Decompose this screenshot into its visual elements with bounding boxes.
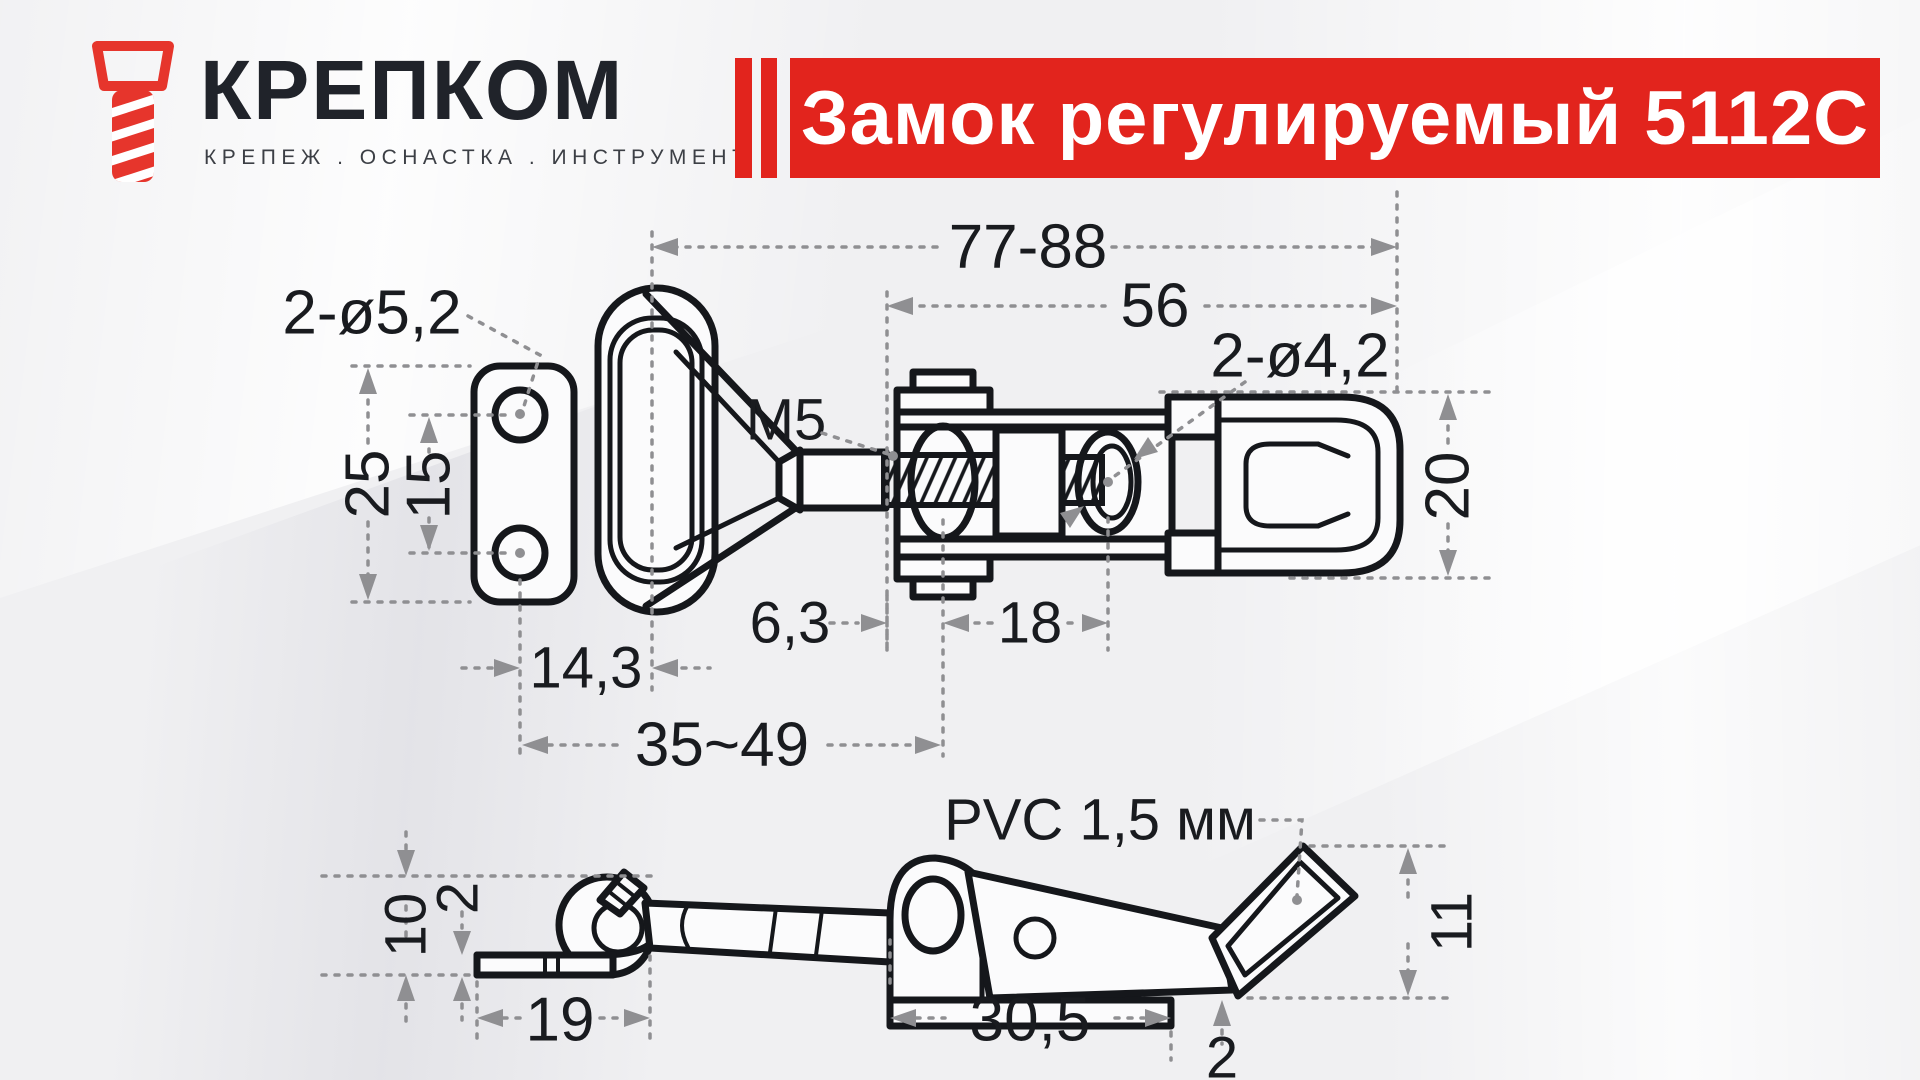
thread-section bbox=[881, 452, 999, 508]
body-hole-inner bbox=[1090, 443, 1134, 521]
top-view-dimensions: 77-88 56 2-ø5,2 25 bbox=[282, 190, 1497, 780]
dim-base-length: 19 bbox=[526, 986, 595, 1055]
hook-frame-wall bbox=[1215, 417, 1381, 553]
dim-body-holes: 2-ø4,2 bbox=[1210, 322, 1389, 391]
dim-base-thickness: 2 bbox=[426, 882, 491, 914]
brand-name: КРЕПКОМ bbox=[200, 43, 625, 137]
side-view-dimensions: PVC 1,5 мм 10 2 19 bbox=[320, 788, 1485, 1080]
pvc-grip bbox=[1208, 842, 1359, 1000]
dim-end-height: 10 bbox=[374, 893, 439, 958]
lever-hole bbox=[1013, 916, 1057, 960]
dim-block-length: 30,5 bbox=[970, 986, 1091, 1055]
bail-pad bbox=[607, 315, 705, 585]
lever bbox=[964, 868, 1236, 1002]
banner-stripe bbox=[735, 58, 752, 178]
dim-hole-spacing: 15 bbox=[395, 451, 464, 520]
rod-cap-line bbox=[680, 903, 690, 949]
bail-wire bbox=[642, 501, 804, 610]
hook-tab-bottom bbox=[1164, 529, 1224, 577]
dim-plate-offset: 14,3 bbox=[530, 636, 643, 701]
brand-tagline: КРЕПЕЖ . ОСНАСТКА . ИНСТРУМЕНТ bbox=[204, 146, 751, 169]
pvc-grip-inner bbox=[1225, 859, 1341, 978]
body-tab-top bbox=[909, 368, 977, 394]
product-banner: Замок регулируемый 5112C bbox=[790, 58, 1880, 178]
pivot-hole bbox=[901, 875, 965, 955]
hook-catch bbox=[1243, 441, 1321, 529]
dim-tip-thickness: 2 bbox=[1206, 1026, 1238, 1080]
bail-wire bbox=[642, 290, 804, 459]
top-view-drawing: 77-88 56 2-ø5,2 25 bbox=[282, 190, 1497, 780]
hook-tab-top bbox=[1164, 393, 1224, 441]
banner-stripe bbox=[761, 58, 777, 178]
dim-thread: M5 bbox=[746, 388, 827, 453]
bail-loop bbox=[594, 284, 719, 616]
bail-pad-inner bbox=[617, 327, 695, 573]
product-title: Замок регулируемый 5112C bbox=[801, 75, 1869, 161]
dim-adjust-range: 35~49 bbox=[635, 711, 809, 780]
hook-catch-notch bbox=[1315, 441, 1351, 529]
dim-overall-length: 77-88 bbox=[949, 213, 1108, 282]
dim-body-length: 56 bbox=[1121, 272, 1190, 341]
dim-pvc-note: PVC 1,5 мм bbox=[944, 788, 1256, 853]
bolt-icon bbox=[92, 41, 174, 182]
bail-wire bbox=[673, 349, 782, 465]
dim-tip-height: 11 bbox=[1420, 892, 1485, 952]
dim-body-offset: 6,3 bbox=[750, 591, 831, 656]
dim-hook-height: 20 bbox=[1414, 452, 1483, 521]
dim-plate-holes: 2-ø5,2 bbox=[282, 279, 461, 348]
bail-wire bbox=[673, 495, 782, 551]
side-view-drawing: PVC 1,5 мм 10 2 19 bbox=[320, 788, 1485, 1080]
brand-logo: КРЕПКОМ КРЕПЕЖ . ОСНАСТКА . ИНСТРУМЕНТ bbox=[82, 40, 750, 190]
hook-frame bbox=[1214, 393, 1404, 577]
dim-plate-height: 25 bbox=[334, 450, 403, 519]
dim-hole-pitch: 18 bbox=[998, 591, 1063, 656]
rod-plain bbox=[796, 448, 890, 512]
slider-block bbox=[992, 426, 1066, 540]
